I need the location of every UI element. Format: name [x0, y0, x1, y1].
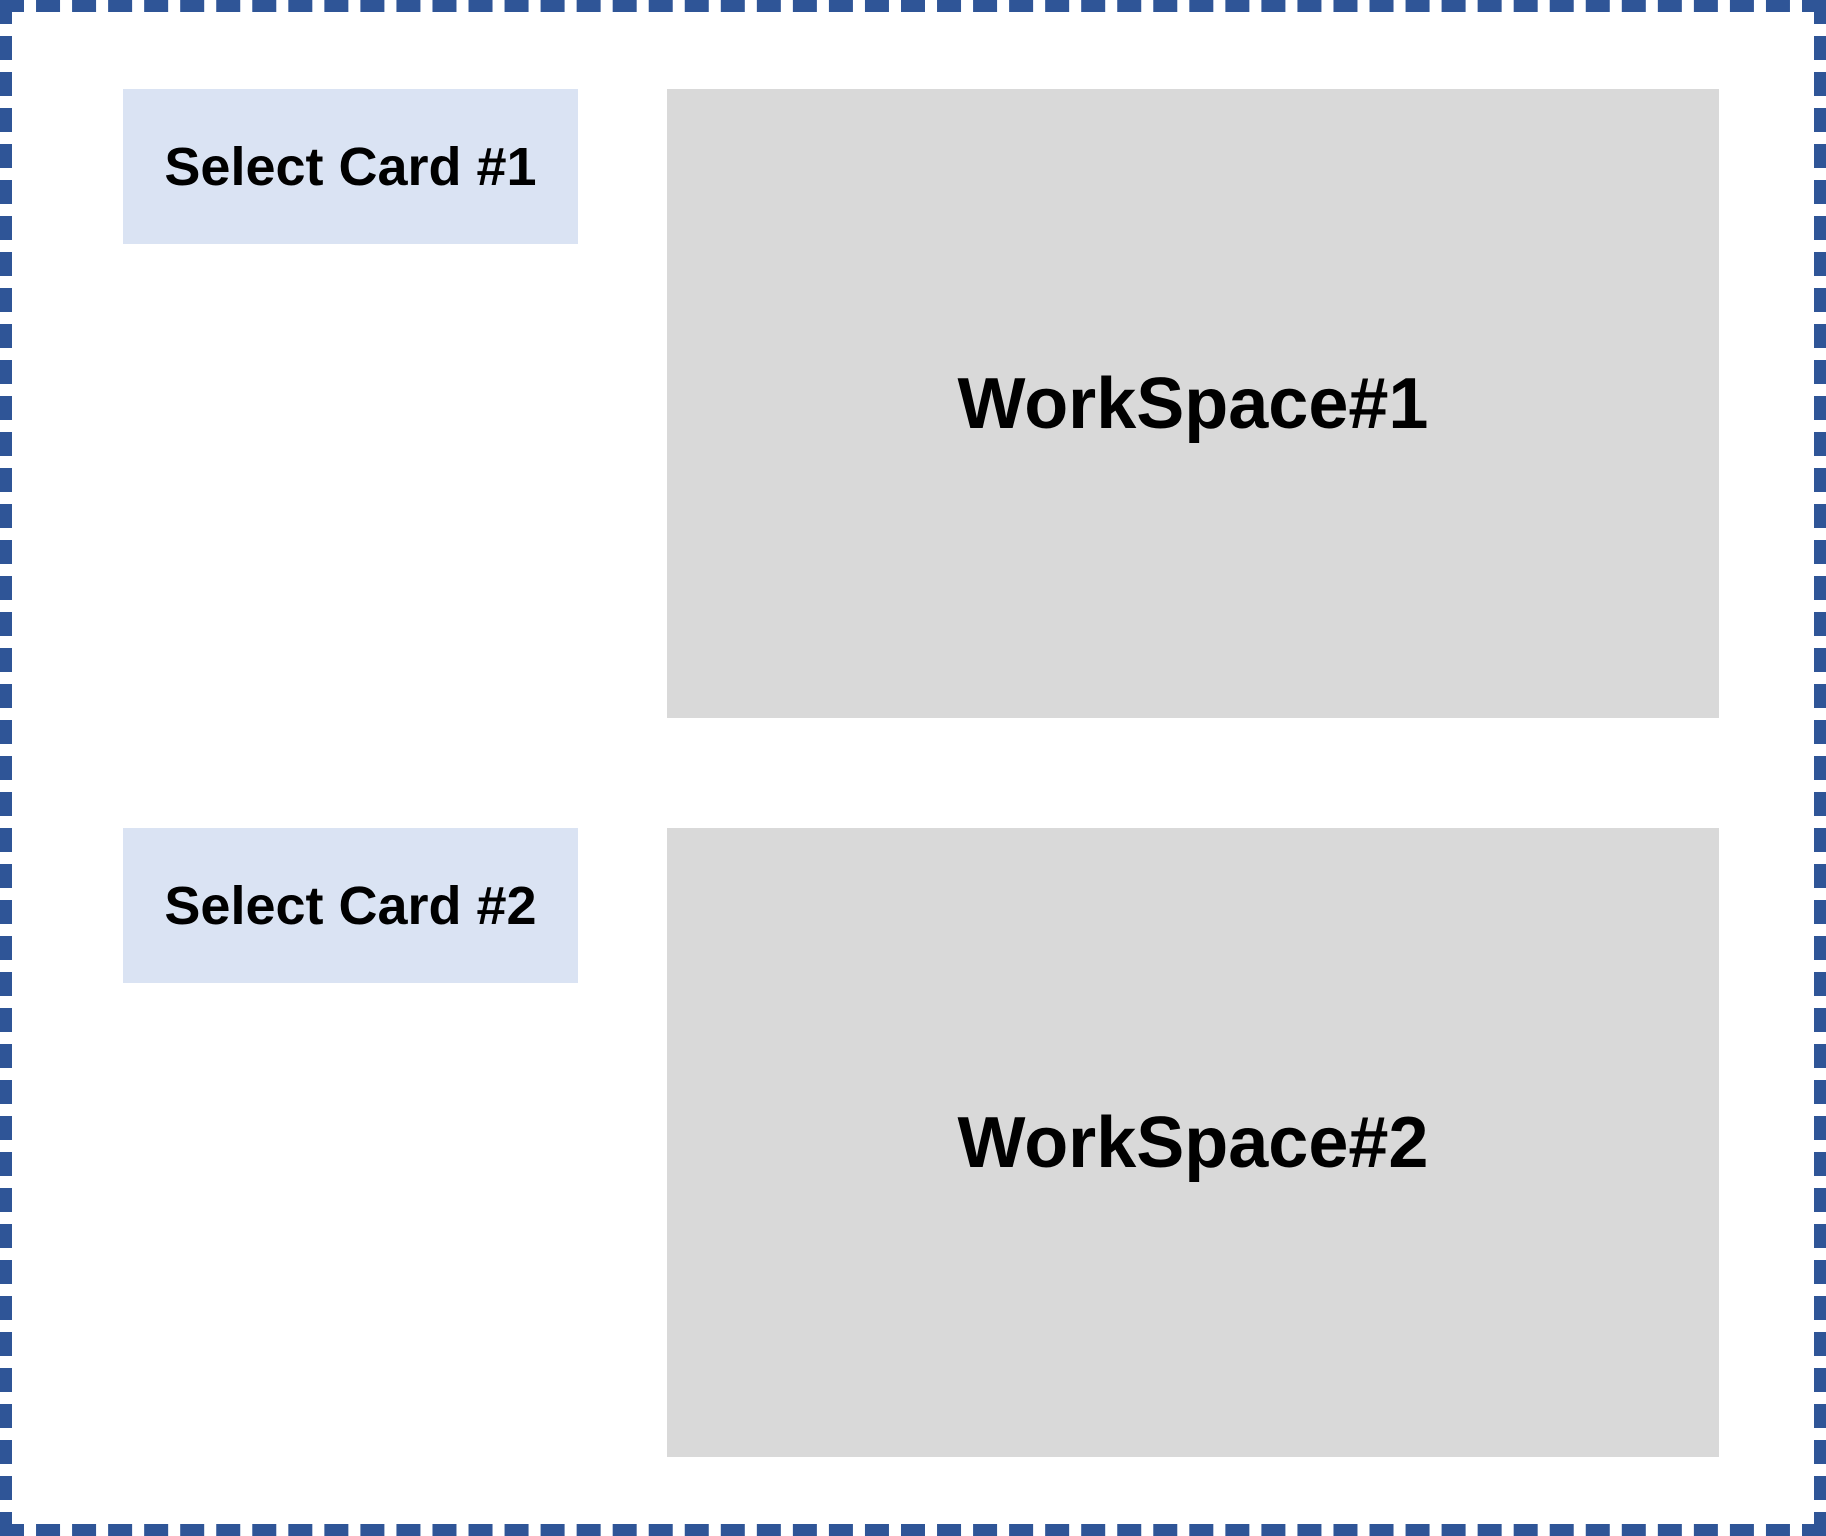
workspace-1-panel: WorkSpace#1	[667, 89, 1719, 718]
select-card-1-button[interactable]: Select Card #1	[123, 89, 578, 244]
select-card-2-label: Select Card #2	[164, 875, 537, 936]
select-card-2-button[interactable]: Select Card #2	[123, 828, 578, 983]
workspace-2-label: WorkSpace#2	[957, 1102, 1429, 1183]
select-card-1-label: Select Card #1	[164, 136, 537, 197]
workspace-1-label: WorkSpace#1	[957, 363, 1429, 444]
workspace-2-panel: WorkSpace#2	[667, 828, 1719, 1457]
